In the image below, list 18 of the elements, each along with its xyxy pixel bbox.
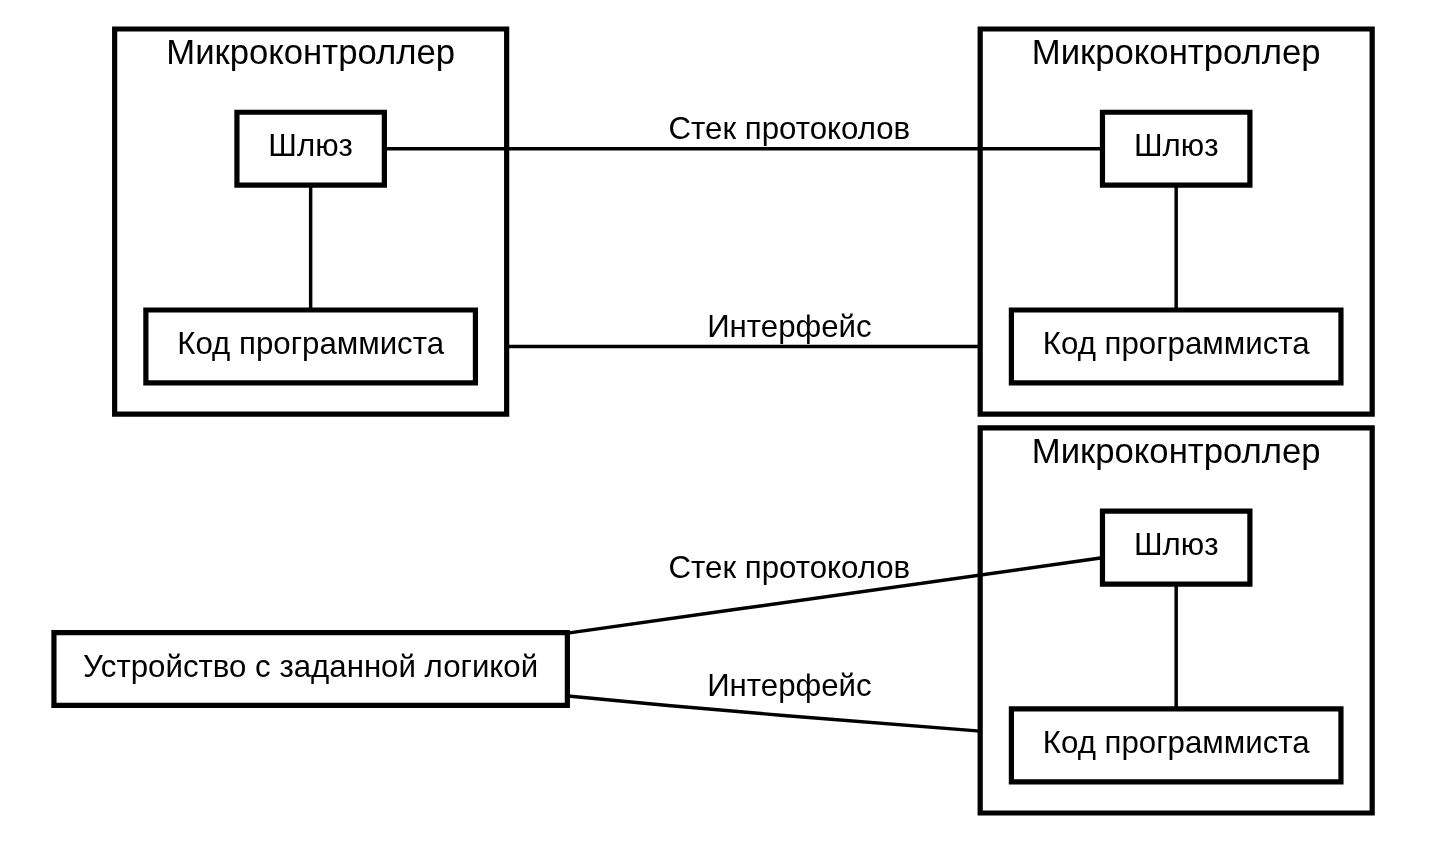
connector xyxy=(383,146,1102,151)
edge-label: Стек протоколов xyxy=(668,110,910,146)
node-box: Код программиста xyxy=(1008,307,1344,386)
edge-label: Интерфейс xyxy=(706,667,872,703)
node-box: Шлюз xyxy=(1099,508,1252,587)
connector xyxy=(1173,584,1178,709)
edge-label: Стек протоколов xyxy=(668,549,910,585)
connector xyxy=(1173,185,1178,310)
node-box: Код программиста xyxy=(142,307,478,386)
node-box: Шлюз xyxy=(1099,109,1252,188)
connector xyxy=(566,556,1102,635)
node-box: Устройство с заданной логикой xyxy=(50,630,570,709)
connector xyxy=(308,185,312,310)
connector xyxy=(567,694,980,733)
edge-label: Интерфейс xyxy=(706,308,872,344)
node-box: Код программиста xyxy=(1008,706,1344,785)
connector xyxy=(506,344,980,349)
node-box: Шлюз xyxy=(233,109,387,188)
